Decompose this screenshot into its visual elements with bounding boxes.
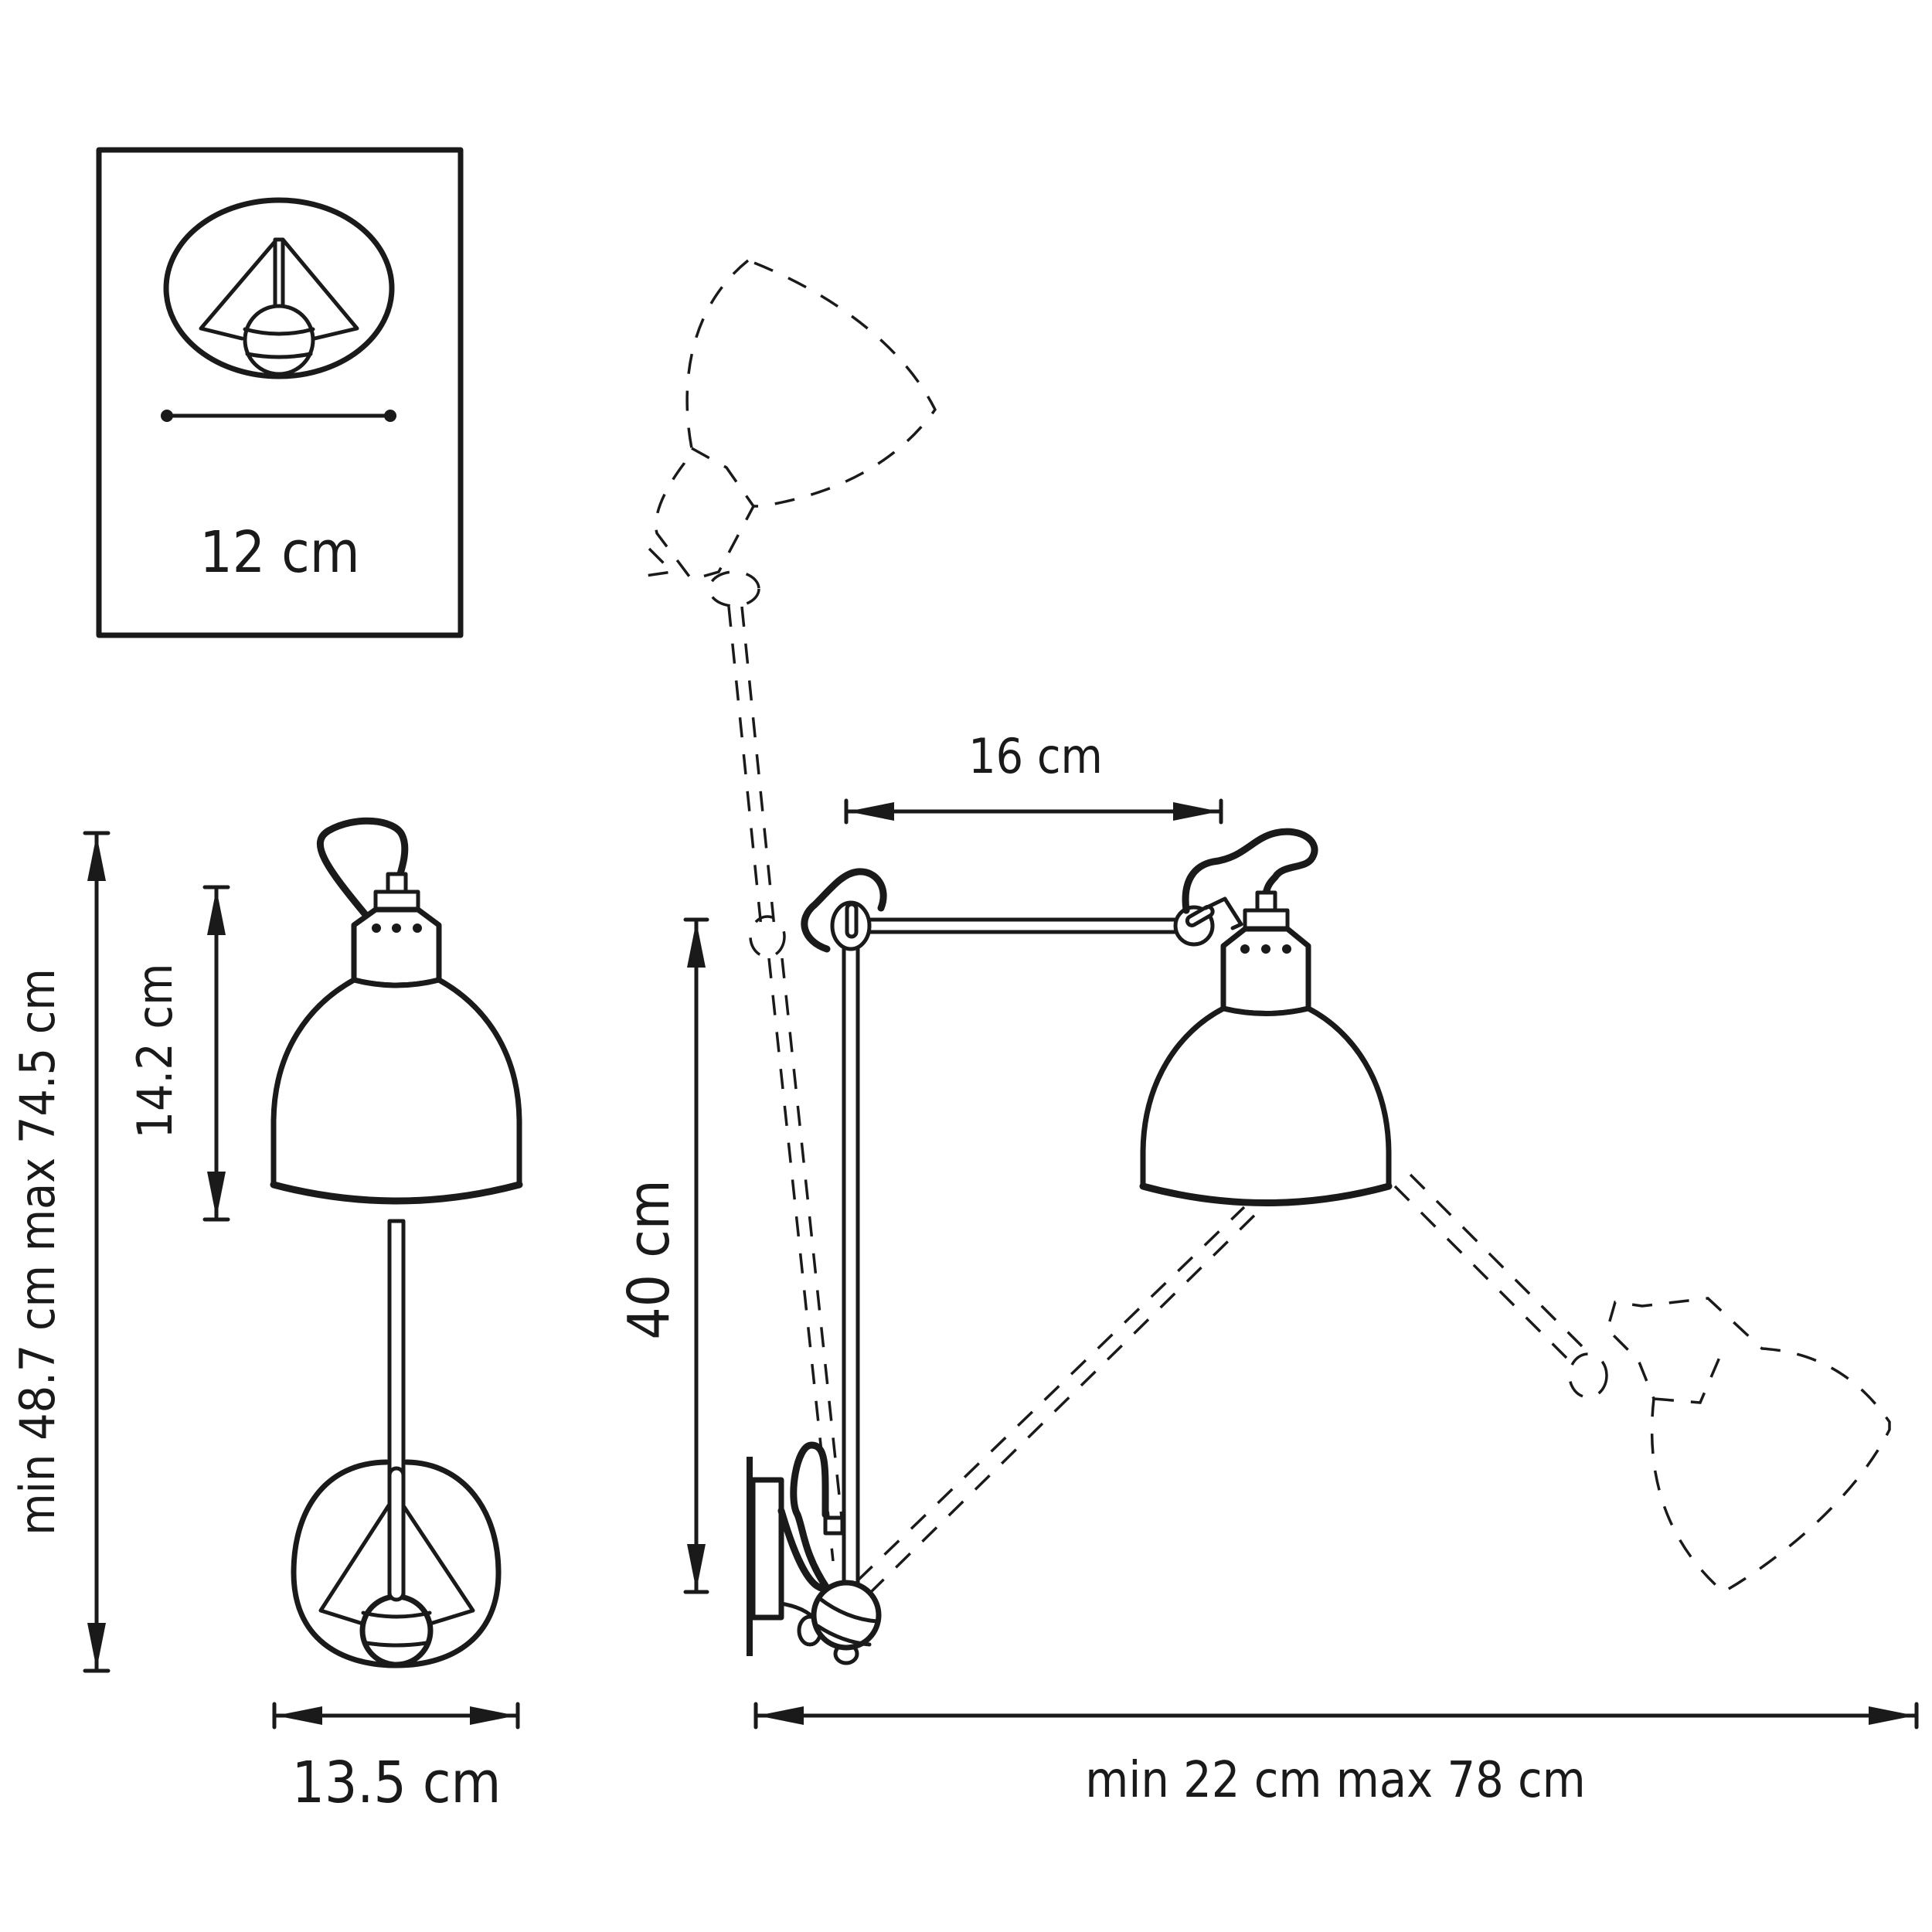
wall-backplate (747, 1457, 753, 1656)
lamp-front-illustration (270, 817, 523, 1668)
inset-base-view: 12 cm (96, 147, 464, 638)
base-mount-icon (199, 237, 359, 376)
shade-height-label: 14.2 cm (127, 964, 183, 1139)
lamp-side-illustration (747, 828, 1393, 1665)
shade-height-dimension: 14.2 cm (127, 885, 230, 1222)
vertical-arm-label: 40 cm (616, 1179, 682, 1339)
lamp-shade (270, 977, 522, 1204)
power-cord (316, 817, 409, 920)
horizontal-arm (859, 917, 1189, 934)
side-lamp-shade (1140, 1005, 1392, 1206)
shade-width-dimension: 13.5 cm (272, 1702, 520, 1816)
vertical-arm (842, 940, 860, 1594)
vertical-arm-dimension: 40 cm (616, 917, 709, 1594)
raised-position-ghost (645, 259, 937, 1562)
extended-position-ghost (856, 1173, 1891, 1595)
projection-dimension: min 22 cm max 78 cm (753, 1702, 1919, 1809)
total-height-dimension: min 48.7 cm max 74.5 cm (9, 831, 111, 1673)
inset-width-label: 12 cm (199, 519, 359, 586)
socket-housing (351, 906, 442, 988)
base-plate-outline (163, 197, 395, 379)
total-height-label: min 48.7 cm max 74.5 cm (9, 968, 66, 1536)
inset-dimension-line (161, 410, 396, 422)
projection-label: min 22 cm max 78 cm (1085, 1752, 1585, 1809)
inset-frame (96, 147, 464, 638)
side-view: 16 cm 40 cm (616, 259, 1919, 1809)
arm-length-label: 16 cm (968, 728, 1103, 784)
arm-length-dimension: 16 cm (844, 728, 1223, 825)
front-view: min 48.7 cm max 74.5 cm 14.2 cm (9, 817, 523, 1816)
shade-width-label: 13.5 cm (292, 1750, 502, 1816)
